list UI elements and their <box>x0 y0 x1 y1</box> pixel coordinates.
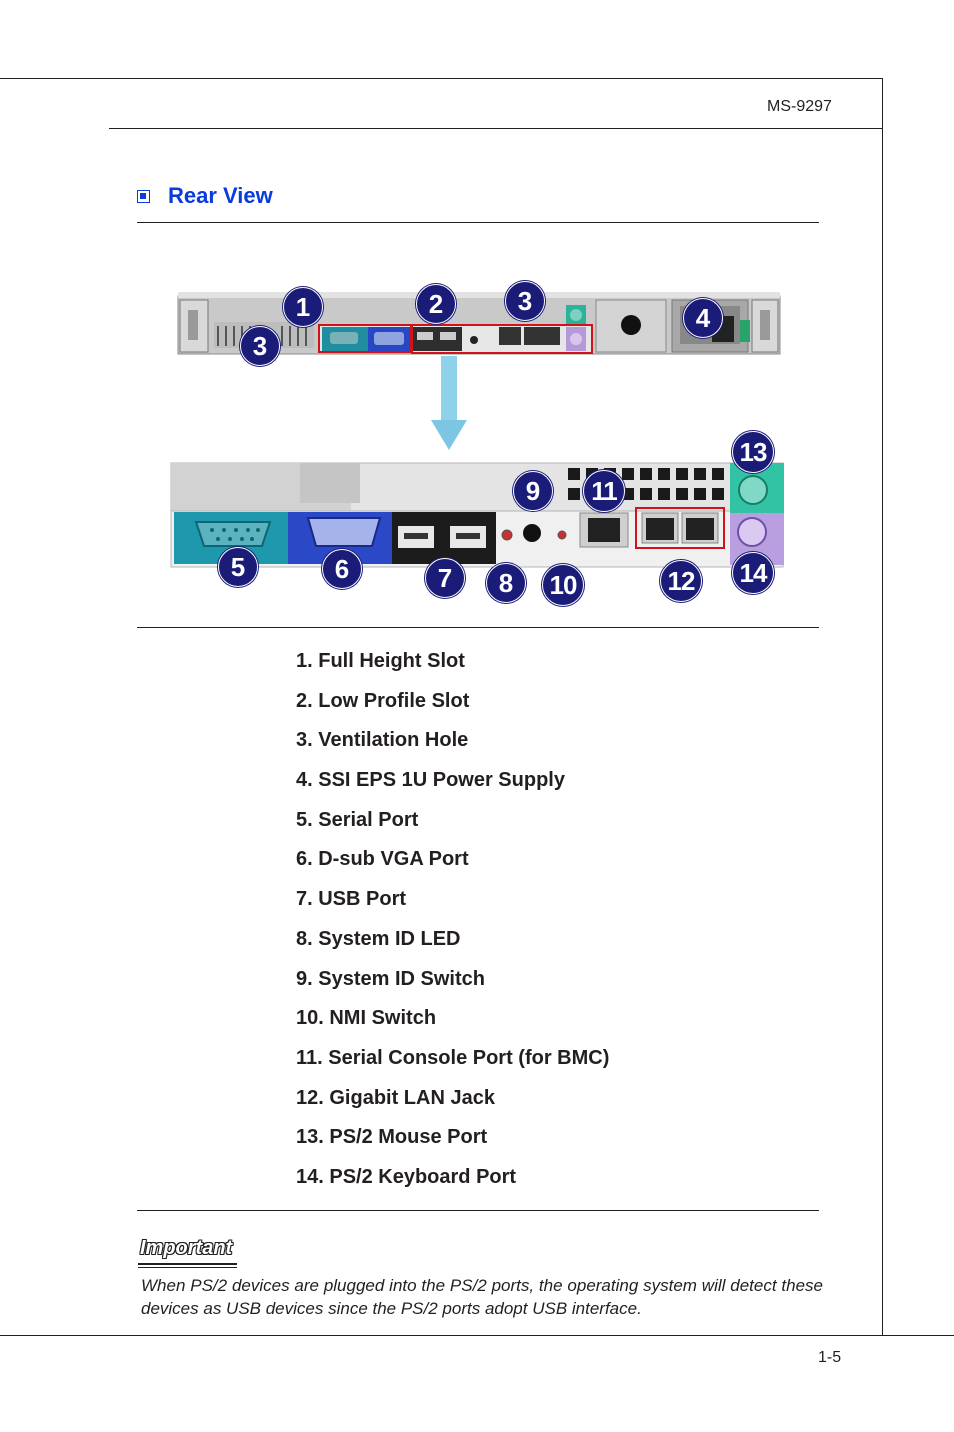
list-item: 2. Low Profile Slot <box>296 689 470 712</box>
section-heading: Rear View <box>137 183 273 209</box>
list-item: 4. SSI EPS 1U Power Supply <box>296 769 565 792</box>
component-list: 1. Full Height Slot 2. Low Profile Slot … <box>296 648 609 1204</box>
callout-13: 13 <box>732 431 774 473</box>
callout-8: 8 <box>486 563 526 603</box>
callout-11: 11 <box>583 470 625 512</box>
list-item: 9. System ID Switch <box>296 967 485 990</box>
important-note: When PS/2 devices are plugged into the P… <box>141 1276 823 1318</box>
zoom-arrow <box>431 356 467 450</box>
callout-14: 14 <box>732 552 774 594</box>
callout-3-top: 3 <box>505 281 545 321</box>
important-heading: Important <box>140 1237 233 1259</box>
important-underline-thin <box>138 1267 237 1268</box>
section-title: Rear View <box>168 183 273 208</box>
callout-10: 10 <box>542 564 584 606</box>
list-item: 13. PS/2 Mouse Port <box>296 1126 488 1149</box>
io-panel-zoom <box>170 462 784 568</box>
header-rule <box>109 128 883 129</box>
bottom-rule <box>0 1335 954 1336</box>
rear-panel-diagram <box>170 292 784 568</box>
callout-4: 4 <box>683 298 723 338</box>
model-number: MS-9297 <box>767 98 832 115</box>
list-item: 7. USB Port <box>296 888 407 911</box>
list-item: 11. Serial Console Port (for BMC) <box>296 1046 610 1069</box>
section-rule <box>137 222 819 223</box>
callout-5: 5 <box>218 547 258 587</box>
callout-7: 7 <box>425 558 465 598</box>
callout-3-left: 3 <box>240 326 280 366</box>
callout-1: 1 <box>283 287 323 327</box>
list-bottom-rule <box>137 1210 819 1211</box>
callout-12: 12 <box>660 560 702 602</box>
list-item: 6. D-sub VGA Port <box>296 848 469 871</box>
list-item: 14. PS/2 Keyboard Port <box>296 1165 517 1188</box>
list-item: 3. Ventilation Hole <box>296 729 469 752</box>
list-item: 12. Gigabit LAN Jack <box>296 1086 495 1109</box>
top-rule <box>0 78 883 79</box>
list-item: 8. System ID LED <box>296 927 461 950</box>
list-item: 10. NMI Switch <box>296 1007 437 1030</box>
square-bullet-icon <box>137 189 150 203</box>
page-number: 1-5 <box>818 1349 842 1366</box>
important-underline <box>138 1263 237 1265</box>
list-top-rule <box>137 627 819 628</box>
list-item: 1. Full Height Slot <box>296 650 465 672</box>
callout-2: 2 <box>416 284 456 324</box>
right-rule <box>882 78 883 1336</box>
callout-6: 6 <box>322 549 362 589</box>
list-item: 5. Serial Port <box>296 808 419 831</box>
callout-9: 9 <box>513 471 553 511</box>
